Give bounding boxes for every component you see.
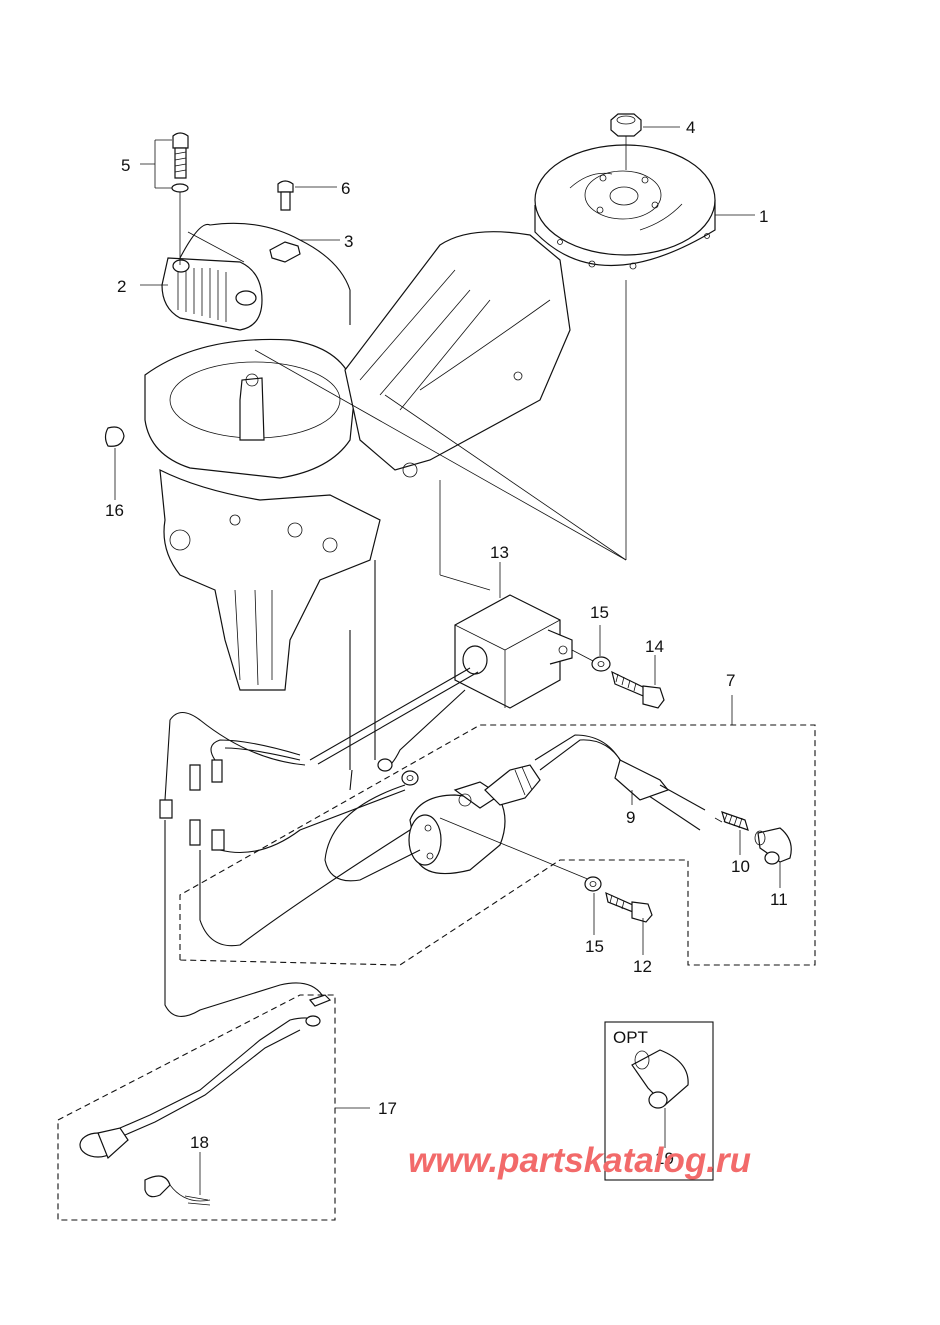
coil-spring [714, 811, 749, 831]
coil-screw-and-washer [171, 132, 189, 193]
callout-13: 13 [490, 543, 509, 562]
crankcase-housing [144, 231, 571, 691]
callout-15-lower: 15 [585, 937, 604, 956]
generator-coil [161, 257, 263, 331]
callout-16: 16 [105, 501, 124, 520]
callout-17: 17 [378, 1099, 397, 1118]
callout-4: 4 [686, 118, 695, 137]
clamp-screw [277, 180, 294, 211]
opt-box [604, 1021, 714, 1181]
callout-6: 6 [341, 179, 350, 198]
callout-10: 10 [731, 857, 750, 876]
callout-3: 3 [344, 232, 353, 251]
ignition-coil [408, 764, 541, 875]
spark-plug-cap [754, 827, 792, 865]
callout-2: 2 [117, 277, 126, 296]
wire-clamp [269, 241, 301, 263]
callout-15-upper: 15 [590, 603, 609, 622]
module-bolt [611, 670, 665, 709]
callout-1: 1 [759, 207, 768, 226]
ignition-module [454, 594, 573, 709]
callout-12: 12 [633, 957, 652, 976]
flywheel [534, 144, 716, 270]
optional-plug-cap [631, 1049, 689, 1109]
opt-label: OPT [613, 1028, 648, 1047]
woodruff-key [104, 426, 125, 447]
stop-switch-lanyard [144, 1175, 211, 1206]
module-washer-2 [401, 770, 419, 786]
module-washer [591, 656, 611, 672]
callout-7: 7 [726, 671, 735, 690]
flywheel-nut [610, 113, 642, 137]
stop-switch [79, 820, 332, 1160]
callout-9: 9 [626, 808, 635, 827]
callout-5: 5 [121, 156, 130, 175]
callout-19: 19 [655, 1149, 674, 1168]
callout-18: 18 [190, 1133, 209, 1152]
wire-connectors [159, 759, 225, 851]
watermark: www.partskatalog.ru [408, 1141, 751, 1180]
callout-14: 14 [645, 637, 664, 656]
leader-lines [114, 126, 781, 1195]
coil-washer [584, 876, 602, 892]
coil-bolt [605, 891, 653, 923]
callout-11: 11 [770, 890, 788, 909]
